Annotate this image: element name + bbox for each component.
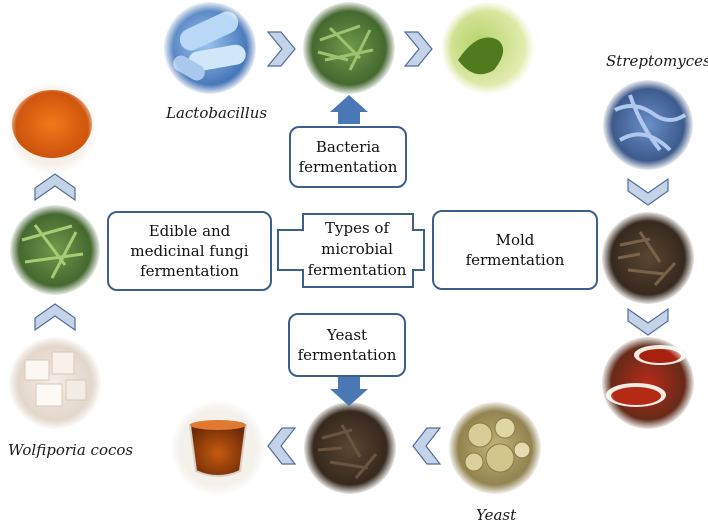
green-tea-leaves-left-image [9, 204, 101, 296]
edible-medicinal-fungi-fermentation-box: Edible and medicinal fungi fermentation [107, 211, 272, 291]
orange-tea-infusion-image [6, 82, 98, 174]
chevron-right-icon [266, 31, 296, 67]
streptomyces-label: Streptomyces [606, 52, 708, 70]
bacteria-fermentation-box: Bacteria fermentation [289, 126, 407, 188]
dark-tea-infusion-image [601, 336, 695, 430]
lactobacillus-image [163, 1, 257, 95]
chevron-right-icon [403, 31, 433, 67]
yeast-label: Yeast [476, 506, 517, 524]
bacteria-line-2: fermentation [298, 158, 398, 176]
yeast-line-2: fermentation [297, 346, 397, 364]
mold-fermentation-box: Mold fermentation [432, 210, 598, 290]
green-tea-leaves-image [302, 1, 396, 95]
chevron-left-icon [267, 427, 297, 465]
center-line-2: microbial [321, 240, 393, 258]
lactobacillus-label: Lactobacillus [166, 104, 268, 122]
arrow-up-icon [330, 95, 368, 124]
arrow-down-icon [330, 377, 368, 406]
mold-line-1: Mold [495, 231, 535, 249]
mold-line-2: fermentation [465, 251, 565, 269]
fungi-line-3: fermentation [140, 262, 239, 280]
chevron-up-icon [34, 303, 76, 332]
fungi-line-1: Edible and [148, 222, 231, 240]
center-node-label: Types of microbial fermentation [296, 218, 418, 281]
bacteria-line-1: Bacteria [315, 138, 381, 156]
yeast-line-1: Yeast [326, 326, 368, 344]
center-line-3: fermentation [307, 261, 407, 279]
center-node-shape [277, 213, 425, 288]
center-line-1: Types of [324, 219, 389, 237]
fungi-line-2: medicinal fungi [130, 242, 249, 260]
yeast-image [448, 401, 542, 495]
streptomyces-image [602, 79, 694, 171]
yeast-fermentation-box: Yeast fermentation [288, 313, 406, 377]
wolfiporia-cocos-label: Wolfiporia cocos [8, 441, 134, 459]
dark-tea-leaves-image [601, 211, 695, 305]
chevron-down-icon [627, 177, 669, 206]
chevron-up-icon [34, 173, 76, 202]
green-tea-infusion-image [441, 1, 535, 95]
chevron-down-icon [627, 307, 669, 336]
wolfiporia-cocos-image [8, 336, 102, 430]
amber-tea-cup-image [170, 400, 266, 496]
dark-tea-leaves-bottom-image [303, 401, 397, 495]
chevron-left-icon [412, 427, 442, 465]
